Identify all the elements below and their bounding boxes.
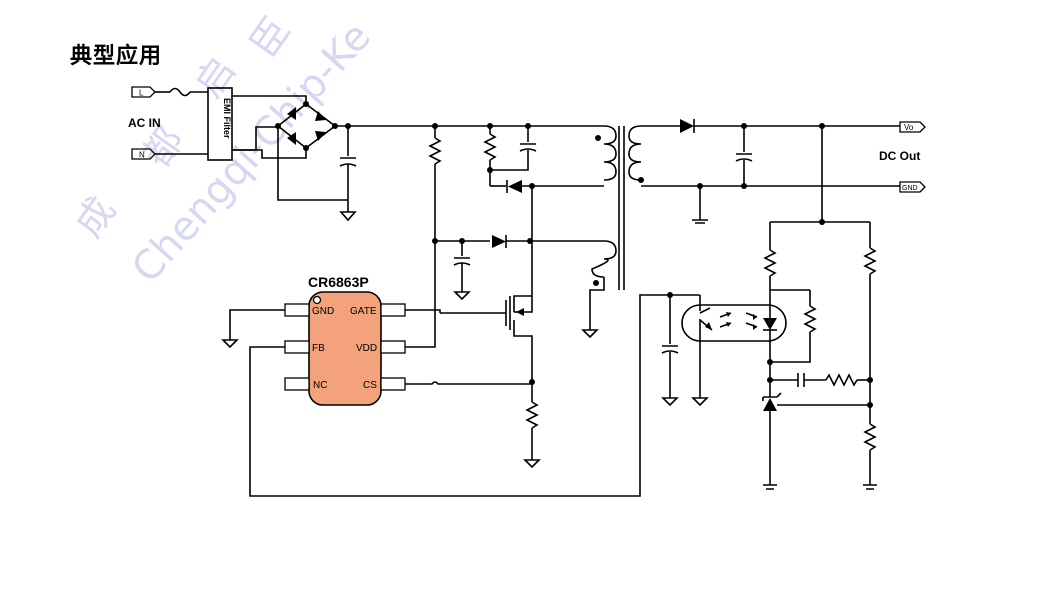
watermark: 成 都 启 臣 Chengqi-Chip-Ke	[66, 9, 380, 292]
dc-out-label: DC Out	[879, 149, 920, 163]
fb-resistor-1	[763, 249, 777, 277]
page-title: 典型应用	[70, 44, 163, 69]
pin-nc: NC	[313, 380, 327, 391]
emi-filter-label: EMI Filter	[222, 98, 232, 139]
bridge-rectifier	[275, 101, 338, 151]
vdd-diode	[492, 235, 507, 248]
cs-resistor	[525, 401, 539, 429]
pin-gnd: GND	[312, 306, 334, 317]
optocoupler	[681, 295, 787, 342]
terminal-n: N	[131, 148, 156, 160]
tl431-shunt-regulator	[762, 380, 870, 485]
fb-resistor-3	[863, 423, 877, 451]
pin-vdd: VDD	[356, 343, 377, 354]
terminal-l-label: L	[139, 89, 144, 98]
ac-in-label: AC IN	[128, 116, 161, 130]
pin-gate: GATE	[350, 306, 377, 317]
comp-resistor	[825, 373, 858, 387]
snubber-resistor	[483, 133, 497, 161]
mosfet	[505, 186, 533, 382]
terminal-vo-label: Vo	[904, 123, 914, 132]
terminal-l: L	[131, 86, 156, 98]
terminal-gnd: GND	[899, 181, 926, 193]
pin-fb: FB	[312, 343, 325, 354]
pin1-marker	[312, 295, 322, 305]
output-capacitor	[735, 153, 753, 162]
fb-resistor-2	[863, 247, 877, 275]
chip-name: CR6863P	[308, 274, 369, 290]
watermark-char-4: 臣	[241, 9, 299, 65]
opto-bias-resistor	[803, 305, 817, 333]
startup-resistor	[428, 137, 442, 165]
fb-capacitor	[661, 345, 679, 354]
terminal-vo: Vo	[899, 121, 926, 133]
terminal-gnd-label: GND	[902, 185, 918, 192]
controller-chip: CR6863P GND FB NC GATE VDD CS	[284, 274, 406, 406]
fuse	[169, 87, 191, 97]
emi-filter-block: EMI Filter	[207, 87, 233, 161]
snubber-capacitor	[519, 143, 537, 152]
transformer	[591, 125, 644, 290]
output-diode	[680, 119, 695, 133]
terminal-n-label: N	[139, 151, 145, 160]
snubber-diode	[506, 180, 522, 193]
pin-cs: CS	[363, 380, 377, 391]
watermark-char-1: 成	[66, 189, 124, 245]
comp-capacitor	[797, 373, 805, 387]
